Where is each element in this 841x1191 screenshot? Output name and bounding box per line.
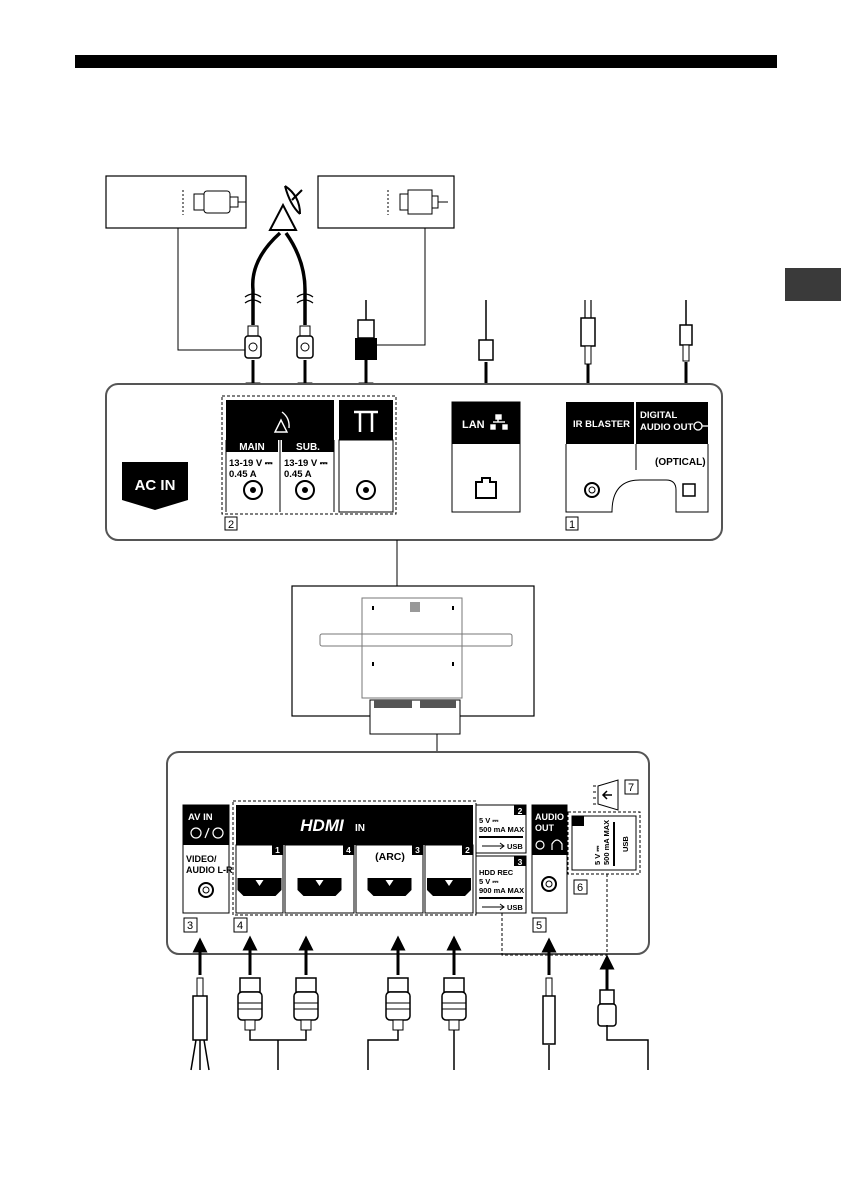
- audio-plug-tip: [546, 978, 552, 996]
- usb-plug-head: [600, 990, 614, 1004]
- coax-plug-top: [358, 320, 374, 338]
- hdmi-plug-body-0: [238, 992, 262, 1020]
- sat-plug-neck-0: [248, 326, 258, 336]
- av-plug-tip: [197, 978, 203, 996]
- main-label: MAIN: [239, 442, 265, 453]
- hdmi-plug-body-2: [386, 992, 410, 1020]
- cable-wave-marks: [245, 294, 313, 303]
- usb3-current: 900 mA MAX: [479, 886, 524, 895]
- usb1-label: USB: [621, 836, 630, 852]
- hdmi-port-number-1: 4: [346, 845, 351, 855]
- header-bar: [75, 55, 777, 68]
- side-tab: [785, 268, 841, 301]
- video-label: VIDEO/: [186, 854, 217, 864]
- usb1-voltage: 5 V ⎓: [593, 845, 602, 865]
- sub-voltage: 13-19 V ⎓: [284, 458, 328, 469]
- sat-plug-body-0: [245, 336, 261, 358]
- hdmi-plug-head-1: [296, 978, 316, 992]
- coax-plug-body: [355, 338, 377, 360]
- ac-in-text: AC IN: [135, 477, 176, 494]
- callout-ir: 1: [569, 519, 575, 531]
- av-in-label: AV IN: [188, 812, 213, 823]
- ir-plug-tip: [585, 346, 591, 364]
- hdmi-plug-head-0: [240, 978, 260, 992]
- audio-out-label: AUDIO OUT: [640, 422, 694, 433]
- optical-label: (OPTICAL): [655, 457, 706, 468]
- usb-plug-body: [598, 1004, 616, 1026]
- usb2-num: 2: [518, 806, 523, 816]
- hdmi-plug-body-1: [294, 992, 318, 1020]
- hdmi-logo: HDMI: [300, 816, 345, 835]
- arc-label: (ARC): [375, 851, 405, 863]
- usb2-label: USB: [507, 842, 523, 851]
- satellite-cables: [253, 233, 305, 325]
- hdmi-plug-neck-1: [301, 1020, 311, 1030]
- hdmi-plug-neck-0: [245, 1020, 255, 1030]
- ir-plug-body: [581, 318, 595, 346]
- main-voltage: 13-19 V ⎓: [229, 458, 273, 469]
- hdmi-port-number-3: 2: [465, 845, 470, 855]
- tv-back-illustration: [292, 586, 534, 734]
- satellite-header: [226, 400, 334, 440]
- callout-usb: 6: [577, 882, 583, 894]
- digital-label: DIGITAL: [640, 410, 677, 421]
- usb1-box: 5 V ⎓ 500 mA MAX USB: [572, 816, 636, 870]
- usb1-current: 500 mA MAX: [602, 820, 611, 865]
- sat-plug-body-1: [297, 336, 313, 358]
- callout-audio: 5: [536, 920, 542, 932]
- bottom-cables: [191, 1025, 648, 1070]
- ac-in-label: AC IN: [122, 462, 188, 510]
- optical-plug-body: [680, 325, 692, 345]
- av-plug-body: [193, 996, 207, 1040]
- coax-callout-lead: [370, 228, 425, 345]
- antenna-header: [339, 400, 393, 440]
- satellite-dish-icon: [270, 186, 302, 230]
- usb2-current: 500 mA MAX: [479, 825, 524, 834]
- main-current: 0.45 A: [229, 469, 257, 480]
- hdmi-plug-neck-2: [393, 1020, 403, 1030]
- satellite-callout-lead: [178, 228, 247, 350]
- coax-connector-callout: [318, 176, 454, 228]
- audio-lr-label: AUDIO L-R: [186, 865, 233, 875]
- hdmi-in-label: IN: [355, 823, 365, 834]
- usb2-box: 2 5 V ⎓ 500 mA MAX USB: [476, 805, 526, 853]
- hdmi-port-number-0: 1: [275, 845, 280, 855]
- callout-sat: 2: [228, 519, 234, 531]
- audio-plug-body: [543, 996, 555, 1044]
- hdmi-plug-body-3: [442, 992, 466, 1020]
- sat-plug-neck-1: [300, 326, 310, 336]
- usb3-box: 3 HDD REC 5 V ⎓ 900 mA MAX USB: [476, 856, 526, 913]
- hdmi-plug-head-2: [388, 978, 408, 992]
- callout-card: 7: [628, 782, 634, 794]
- hdmi-plug-neck-3: [449, 1020, 459, 1030]
- usb2-voltage: 5 V ⎓: [479, 816, 499, 825]
- ir-blaster-label: IR BLASTER: [573, 419, 630, 430]
- lan-plug: [479, 340, 493, 360]
- out-label: OUT: [535, 823, 555, 833]
- sub-current: 0.45 A: [284, 469, 312, 480]
- usb3-hdd-rec: HDD REC: [479, 868, 514, 877]
- sub-label: SUB.: [296, 442, 320, 453]
- audio-label: AUDIO: [535, 812, 564, 822]
- usb3-num: 3: [518, 857, 523, 867]
- callout-av: 3: [187, 920, 193, 932]
- usb3-label: USB: [507, 903, 523, 912]
- optical-plug-tip: [683, 345, 689, 361]
- lan-label: LAN: [462, 419, 485, 431]
- hdmi-port-number-2: 3: [415, 845, 420, 855]
- satellite-connector-callout: [106, 176, 246, 228]
- usb3-voltage: 5 V ⎓: [479, 877, 499, 886]
- callout-hdmi: 4: [237, 920, 243, 932]
- hdmi-plug-head-3: [444, 978, 464, 992]
